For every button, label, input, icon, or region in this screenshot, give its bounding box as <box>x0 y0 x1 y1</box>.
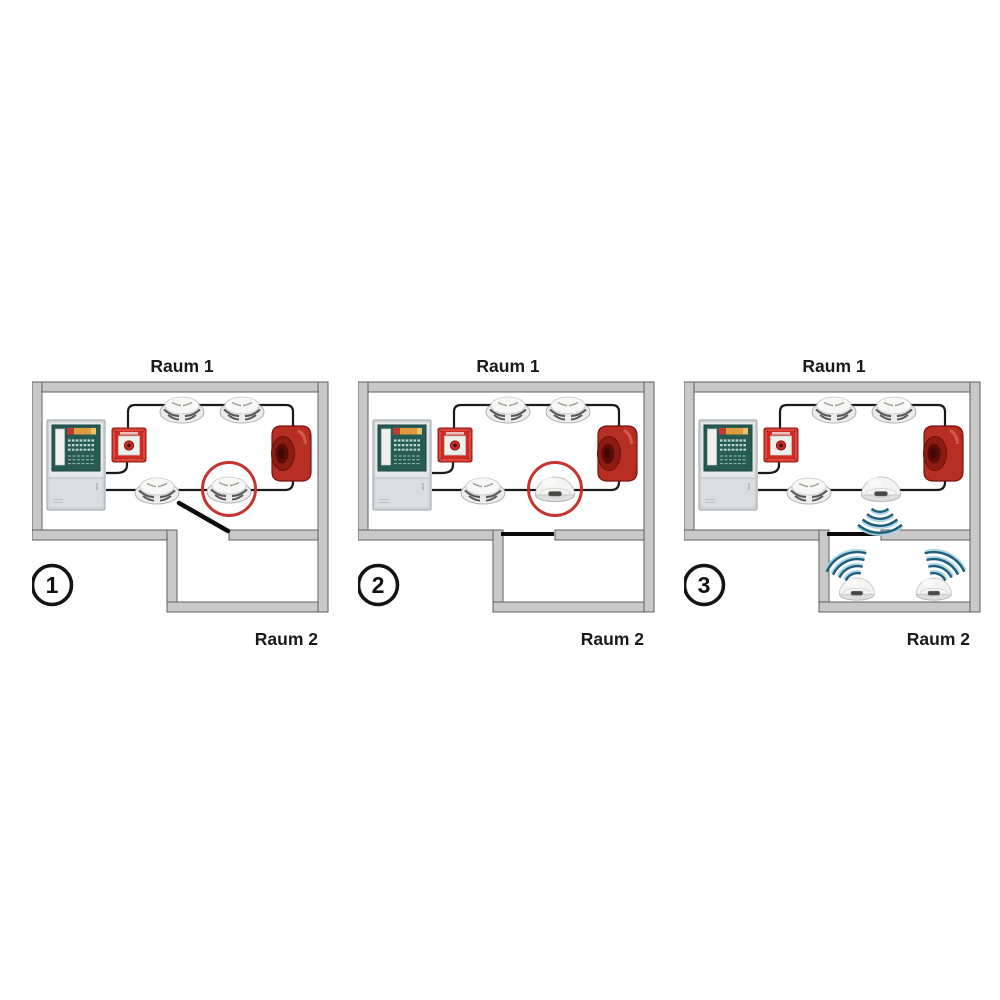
highlight-circle-icon <box>527 461 583 517</box>
room2-label: Raum 2 <box>907 629 970 649</box>
manual-call-point-icon <box>437 427 473 463</box>
fire-alarm-control-panel-icon <box>371 418 433 512</box>
radio-smoke-detector-icon <box>838 577 875 601</box>
alarm-sounder-icon <box>596 424 639 483</box>
smoke-detector-icon <box>158 395 206 425</box>
fire-alarm-control-panel-icon <box>45 418 107 512</box>
smoke-detector-icon <box>484 395 532 425</box>
step-number-badge <box>358 563 400 607</box>
step-number-badge <box>684 563 726 607</box>
panel-3: Raum 1 3 Raum 2 <box>684 356 981 649</box>
smoke-detector-icon <box>810 395 858 425</box>
smoke-detector-icon <box>218 395 266 425</box>
fire-alarm-control-panel-icon <box>697 418 759 512</box>
radio-waves-icon <box>856 506 904 537</box>
step-number-badge <box>32 563 74 607</box>
panel-2: Raum 1 2 Raum 2 <box>358 356 655 649</box>
door-open-icon <box>176 500 231 534</box>
panel-row: Raum 1 1 Raum 2 Raum 1 2 Raum 2 Raum <box>32 345 984 655</box>
highlight-circle-icon <box>201 461 257 517</box>
smoke-detector-icon <box>785 476 833 506</box>
smoke-detector-icon <box>870 395 918 425</box>
alarm-sounder-icon <box>922 424 965 483</box>
radio-smoke-detector-icon <box>861 476 901 502</box>
alarm-sounder-icon <box>270 424 313 483</box>
room1-label: Raum 1 <box>476 356 539 376</box>
step-number: 3 <box>698 572 711 598</box>
step-number: 2 <box>372 572 385 598</box>
room2-label: Raum 2 <box>581 629 644 649</box>
smoke-detector-icon <box>459 476 507 506</box>
panel-1: Raum 1 1 Raum 2 <box>32 356 329 649</box>
manual-call-point-icon <box>763 427 799 463</box>
radio-smoke-detector-icon <box>915 577 952 601</box>
step-number: 1 <box>46 572 59 598</box>
smoke-detector-icon <box>544 395 592 425</box>
room2-label: Raum 2 <box>255 629 318 649</box>
smoke-detector-icon <box>133 476 181 506</box>
radio-smoke-detector-icon <box>535 476 575 502</box>
room1-label: Raum 1 <box>150 356 213 376</box>
room1-label: Raum 1 <box>802 356 865 376</box>
manual-call-point-icon <box>111 427 147 463</box>
smoke-detector-icon <box>205 475 253 505</box>
